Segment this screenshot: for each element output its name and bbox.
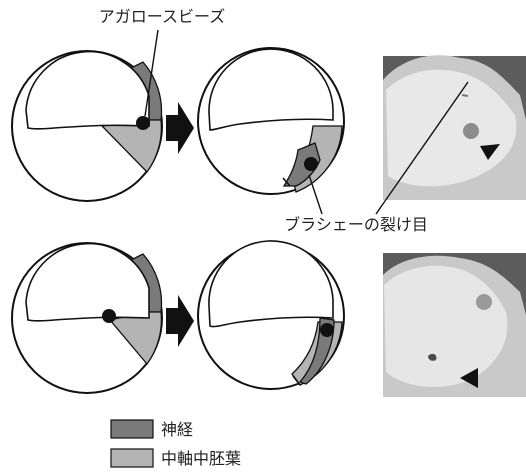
agarose-bead <box>102 309 116 323</box>
photo-bottom <box>383 253 526 397</box>
arrow-bottom <box>166 295 194 347</box>
legend-label-mesoderm: 中軸中胚葉 <box>161 449 241 468</box>
legend: 神経 中軸中胚葉 <box>111 420 241 468</box>
agarose-bead <box>304 157 318 171</box>
legend-swatch-mesoderm <box>111 449 153 467</box>
label-agarose-beads: アガロースビーズ <box>99 7 225 26</box>
agarose-bead <box>320 323 334 337</box>
legend-swatch-neural <box>111 420 153 438</box>
photo-top <box>383 55 526 200</box>
legend-label-neural: 神経 <box>161 420 193 439</box>
embryo-bottom-left <box>12 243 162 393</box>
label-brachet-cleft: ブラシェーの裂け目 <box>284 215 428 234</box>
embryo-top-middle <box>198 48 344 194</box>
embryo-top-left <box>12 51 162 201</box>
agarose-bead <box>136 116 150 130</box>
embryo-bottom-middle <box>198 241 344 389</box>
blastocoel <box>209 241 333 327</box>
arrow-top <box>166 102 194 154</box>
